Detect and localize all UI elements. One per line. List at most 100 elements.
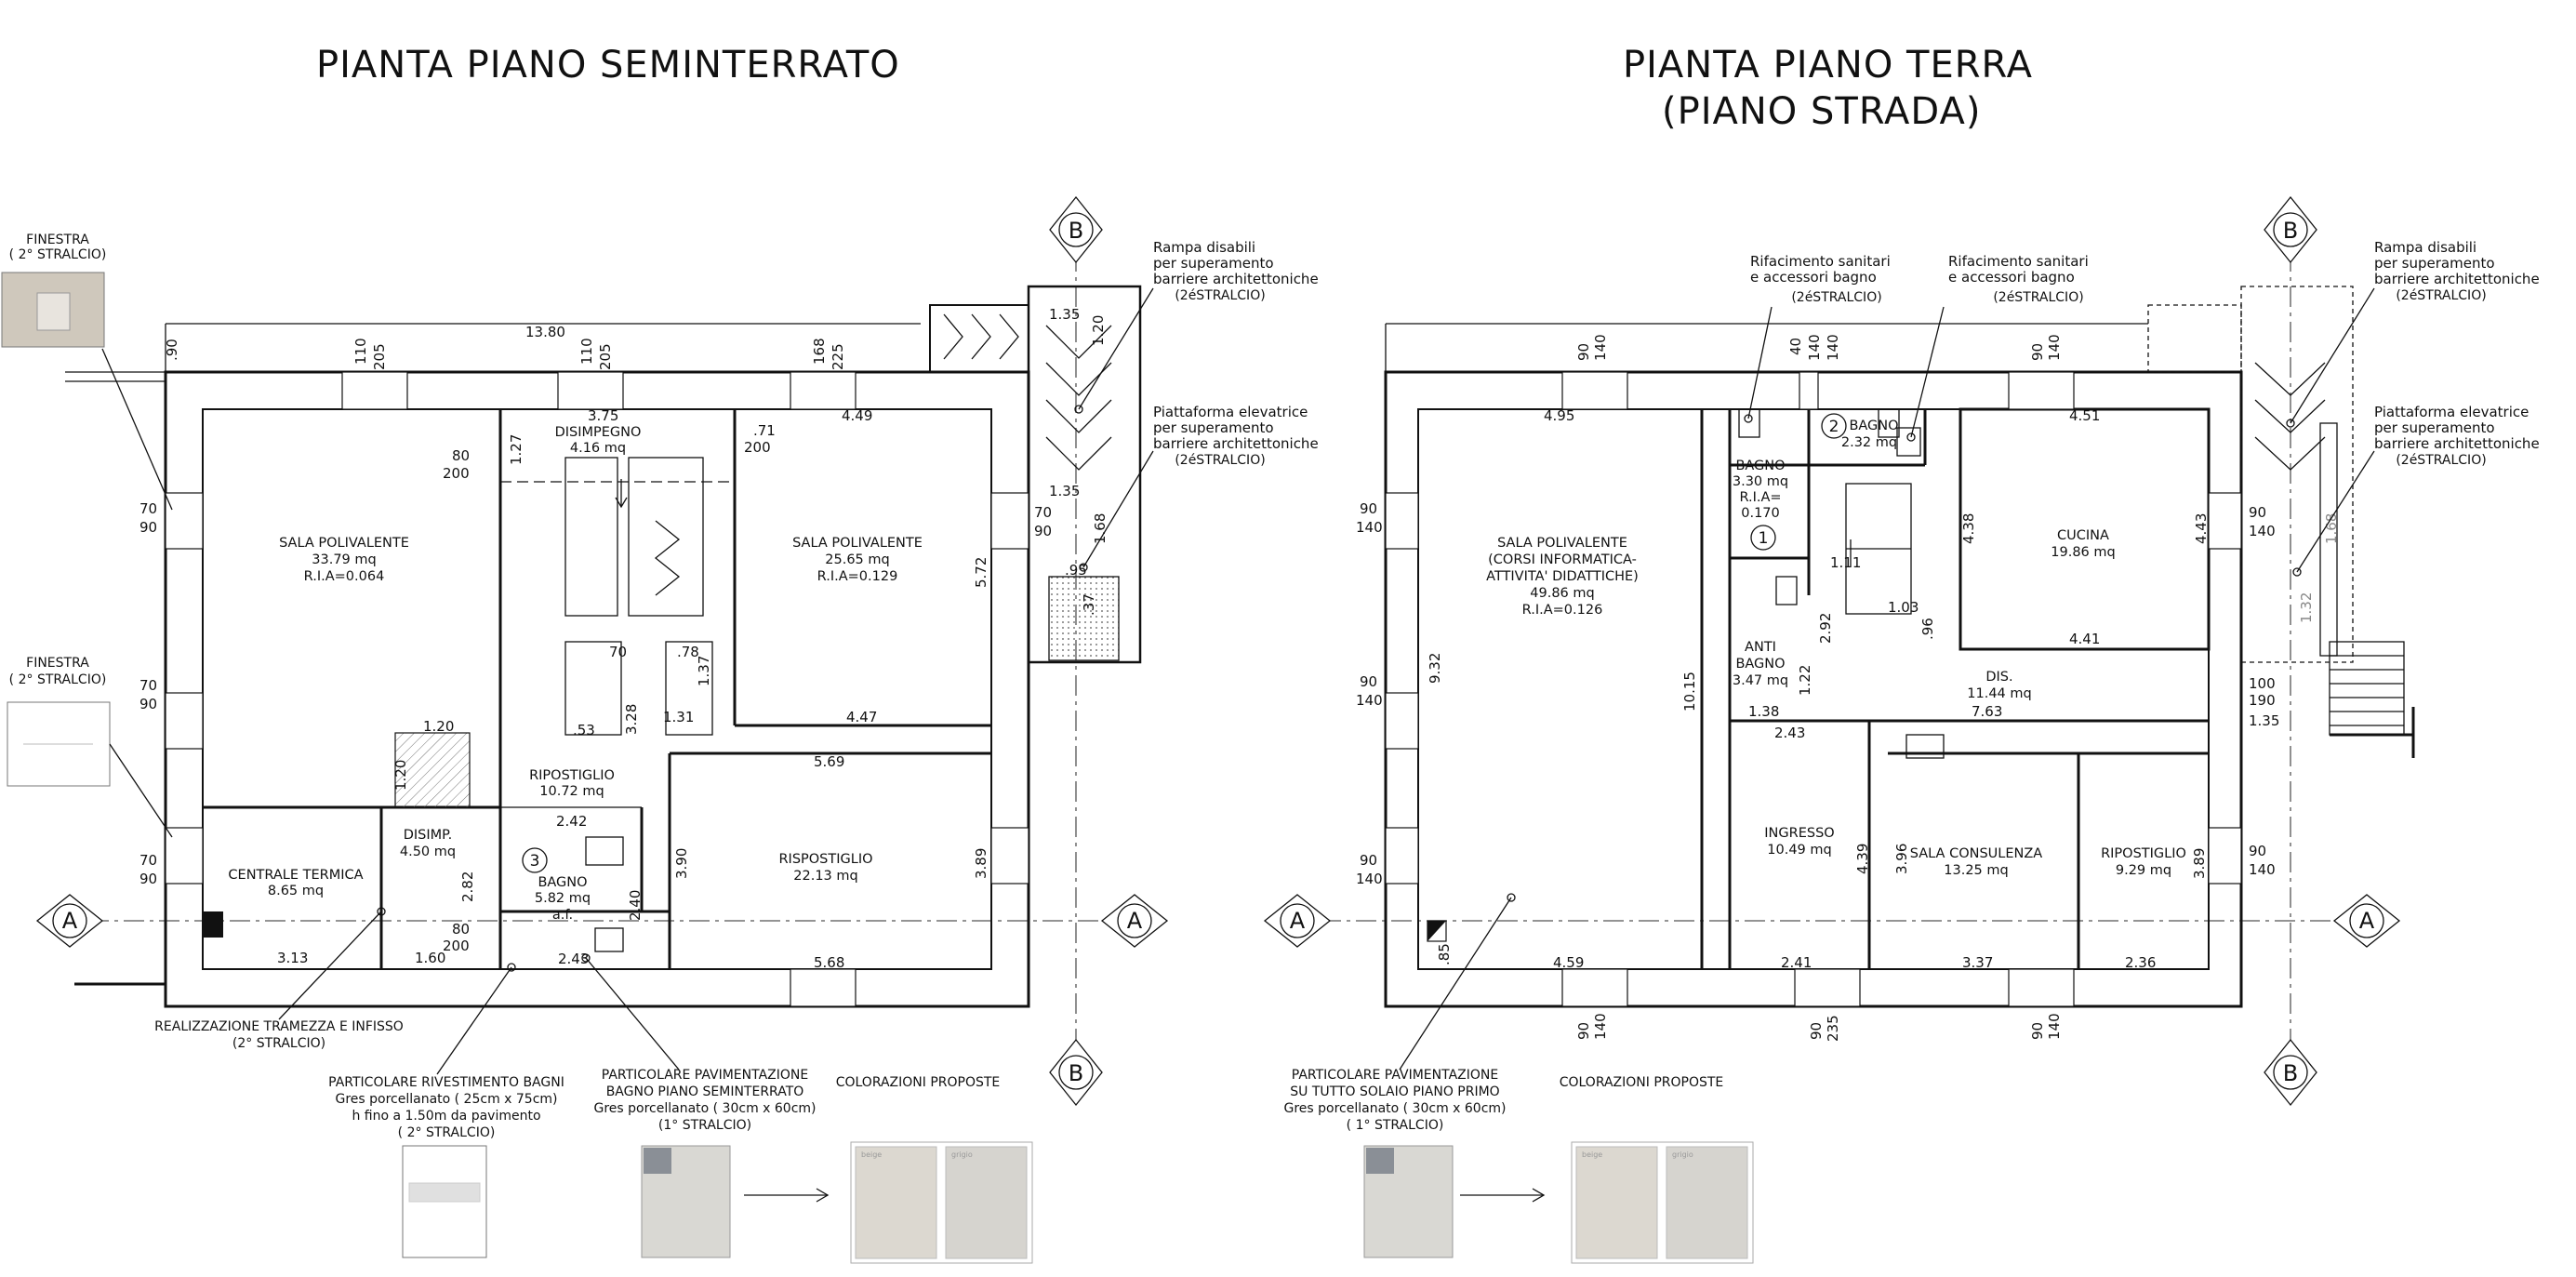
svg-text:FINESTRA: FINESTRA <box>26 233 89 247</box>
svg-text:9.32: 9.32 <box>1427 653 1443 684</box>
svg-text:70: 70 <box>139 500 157 517</box>
svg-text:PARTICOLARE PAVIMENTAZIONE: PARTICOLARE PAVIMENTAZIONE <box>602 1068 808 1083</box>
svg-text:barriere architettoniche: barriere architettoniche <box>1153 271 1319 287</box>
svg-text:DISIMPEGNO: DISIMPEGNO <box>555 425 642 440</box>
note-finestra-2: FINESTRA ( 2° STRALCIO) <box>7 656 173 838</box>
svg-text:ANTI: ANTI <box>1745 640 1776 655</box>
svg-text:per superamento: per superamento <box>1153 419 1274 436</box>
note-rampa-ground: Rampa disabili per superamento barriere … <box>2286 239 2540 428</box>
svg-text:3.75: 3.75 <box>588 407 618 424</box>
svg-text:90: 90 <box>1034 523 1052 539</box>
svg-text:BAGNO: BAGNO <box>1735 459 1785 473</box>
note-finestra-1: FINESTRA ( 2° STRALCIO) <box>1 233 173 511</box>
svg-text:.37: .37 <box>1081 593 1097 616</box>
svg-text:h fino a 1.50m da pavimento: h fino a 1.50m da pavimento <box>352 1109 540 1124</box>
svg-text:INGRESSO: INGRESSO <box>1764 826 1834 841</box>
ground-room-ripostiglio: RIPOSTIGLIO 9.29 mq <box>2101 846 2186 878</box>
svg-text:25.65 mq: 25.65 mq <box>825 552 889 567</box>
svg-text:3.28: 3.28 <box>623 704 640 735</box>
svg-text:1.22: 1.22 <box>1797 665 1813 696</box>
svg-text:1.11: 1.11 <box>1830 554 1861 571</box>
svg-text:140: 140 <box>1592 334 1609 361</box>
swatch-grigio <box>945 1146 1028 1259</box>
colorazioni-basement: COLORAZIONI PROPOSTE beige grigio <box>836 1075 1033 1264</box>
svg-text:13.80: 13.80 <box>525 324 565 340</box>
note-rifacimento-2: Rifacimento sanitari e accessori bagno (… <box>1906 253 2089 442</box>
svg-text:per superamento: per superamento <box>2374 419 2495 436</box>
basement-room-bagno: 3 BAGNO 5.82 mq a.f. <box>522 847 591 923</box>
svg-text:grigio: grigio <box>1672 1151 1693 1159</box>
svg-text:( 1° STRALCIO): ( 1° STRALCIO) <box>1347 1118 1444 1133</box>
svg-text:90: 90 <box>2249 504 2266 521</box>
svg-text:SU TUTTO SOLAIO PIANO PRIMO: SU TUTTO SOLAIO PIANO PRIMO <box>1290 1084 1499 1099</box>
svg-text:barriere architettoniche: barriere architettoniche <box>1153 435 1319 452</box>
svg-text:4.38: 4.38 <box>1960 513 1977 544</box>
svg-text:Gres porcellanato ( 30cm x 60c: Gres porcellanato ( 30cm x 60cm) <box>593 1101 816 1116</box>
svg-text:1.68: 1.68 <box>1092 513 1109 544</box>
title-ground-line2: (PIANO STRADA) <box>1662 90 1981 133</box>
section-marker-b2: B <box>1049 1038 1103 1107</box>
svg-text:Rifacimento sanitari: Rifacimento sanitari <box>1948 253 2089 270</box>
svg-text:(2éSTRALCIO): (2éSTRALCIO) <box>1791 290 1881 305</box>
basement-room-rispostiglio: RISPOSTIGLIO 22.13 mq <box>778 852 872 884</box>
section-marker-a4: A <box>2332 894 2401 948</box>
svg-text:R.I.A=0.064: R.I.A=0.064 <box>304 569 385 584</box>
svg-text:( 2° STRALCIO): ( 2° STRALCIO) <box>9 247 107 262</box>
svg-text:235: 235 <box>1825 1015 1841 1042</box>
svg-text:110: 110 <box>352 338 369 365</box>
svg-text:(1° STRALCIO): (1° STRALCIO) <box>658 1118 751 1133</box>
svg-text:Rampa disabili: Rampa disabili <box>2374 239 2476 256</box>
svg-text:2.42: 2.42 <box>556 813 587 830</box>
svg-text:beige: beige <box>861 1151 882 1159</box>
svg-text:5.82 mq: 5.82 mq <box>535 891 591 906</box>
svg-text:90: 90 <box>2249 843 2266 859</box>
svg-text:per superamento: per superamento <box>2374 255 2495 272</box>
svg-text:140: 140 <box>2046 1013 2063 1040</box>
svg-text:10.15: 10.15 <box>1681 672 1698 712</box>
svg-text:Piattaforma elevatrice: Piattaforma elevatrice <box>2374 404 2529 420</box>
section-marker-a1: A <box>35 894 104 948</box>
svg-text:3.89: 3.89 <box>2191 848 2208 879</box>
svg-text:90: 90 <box>2029 1022 2046 1040</box>
svg-text:140: 140 <box>1356 692 1383 709</box>
svg-text:RIPOSTIGLIO: RIPOSTIGLIO <box>2101 846 2186 861</box>
svg-text:1.32: 1.32 <box>2298 592 2315 623</box>
svg-text:3.96: 3.96 <box>1893 844 1910 874</box>
svg-text:3.37: 3.37 <box>1962 954 1993 971</box>
svg-text:4.59: 4.59 <box>1553 954 1584 971</box>
svg-text:140: 140 <box>1825 334 1841 361</box>
svg-text:barriere architettoniche: barriere architettoniche <box>2374 271 2540 287</box>
svg-text:90: 90 <box>1360 500 1377 517</box>
svg-text:ATTIVITA' DIDATTICHE): ATTIVITA' DIDATTICHE) <box>1486 569 1639 584</box>
svg-text:200: 200 <box>443 465 470 482</box>
svg-text:FINESTRA: FINESTRA <box>26 656 89 671</box>
svg-text:200: 200 <box>744 439 771 456</box>
svg-text:.53: .53 <box>573 722 595 738</box>
svg-text:1.60: 1.60 <box>415 950 445 966</box>
section-marker-a3: A <box>1263 894 1332 948</box>
svg-text:e accessori bagno: e accessori bagno <box>1750 269 1877 286</box>
ground-room-dis: DIS. 11.44 mq <box>1967 670 2031 701</box>
basement-room-disimpegno: DISIMPEGNO 4.16 mq <box>555 425 642 456</box>
svg-text:13.25 mq: 13.25 mq <box>1944 863 2008 878</box>
svg-text:70: 70 <box>1034 504 1052 521</box>
svg-text:10.49 mq: 10.49 mq <box>1767 843 1831 858</box>
basement-room-centrale-termica: CENTRALE TERMICA 8.65 mq <box>228 868 363 898</box>
svg-text:(2éSTRALCIO): (2éSTRALCIO) <box>1175 288 1265 303</box>
svg-text:140: 140 <box>2249 523 2276 539</box>
svg-text:40: 40 <box>1787 338 1804 355</box>
svg-text:2.92: 2.92 <box>1817 613 1834 644</box>
svg-text:100: 100 <box>2249 675 2276 692</box>
svg-text:grigio: grigio <box>951 1151 973 1159</box>
svg-text:3.47 mq: 3.47 mq <box>1733 673 1788 688</box>
svg-text:90: 90 <box>1360 852 1377 869</box>
svg-text:1.20: 1.20 <box>423 718 454 735</box>
svg-text:1.68: 1.68 <box>2323 513 2340 544</box>
svg-text:.95: .95 <box>1065 562 1087 579</box>
room-number-1: 1 <box>1759 529 1769 548</box>
svg-text:DISIMP.: DISIMP. <box>404 828 453 843</box>
svg-text:REALIZZAZIONE TRAMEZZA E INFIS: REALIZZAZIONE TRAMEZZA E INFISSO <box>154 1019 404 1034</box>
svg-text:140: 140 <box>1356 519 1383 536</box>
title-ground-line1: PIANTA PIANO TERRA <box>1623 44 2033 86</box>
note-rifacimento-1: Rifacimento sanitari e accessori bagno (… <box>1744 253 1891 423</box>
